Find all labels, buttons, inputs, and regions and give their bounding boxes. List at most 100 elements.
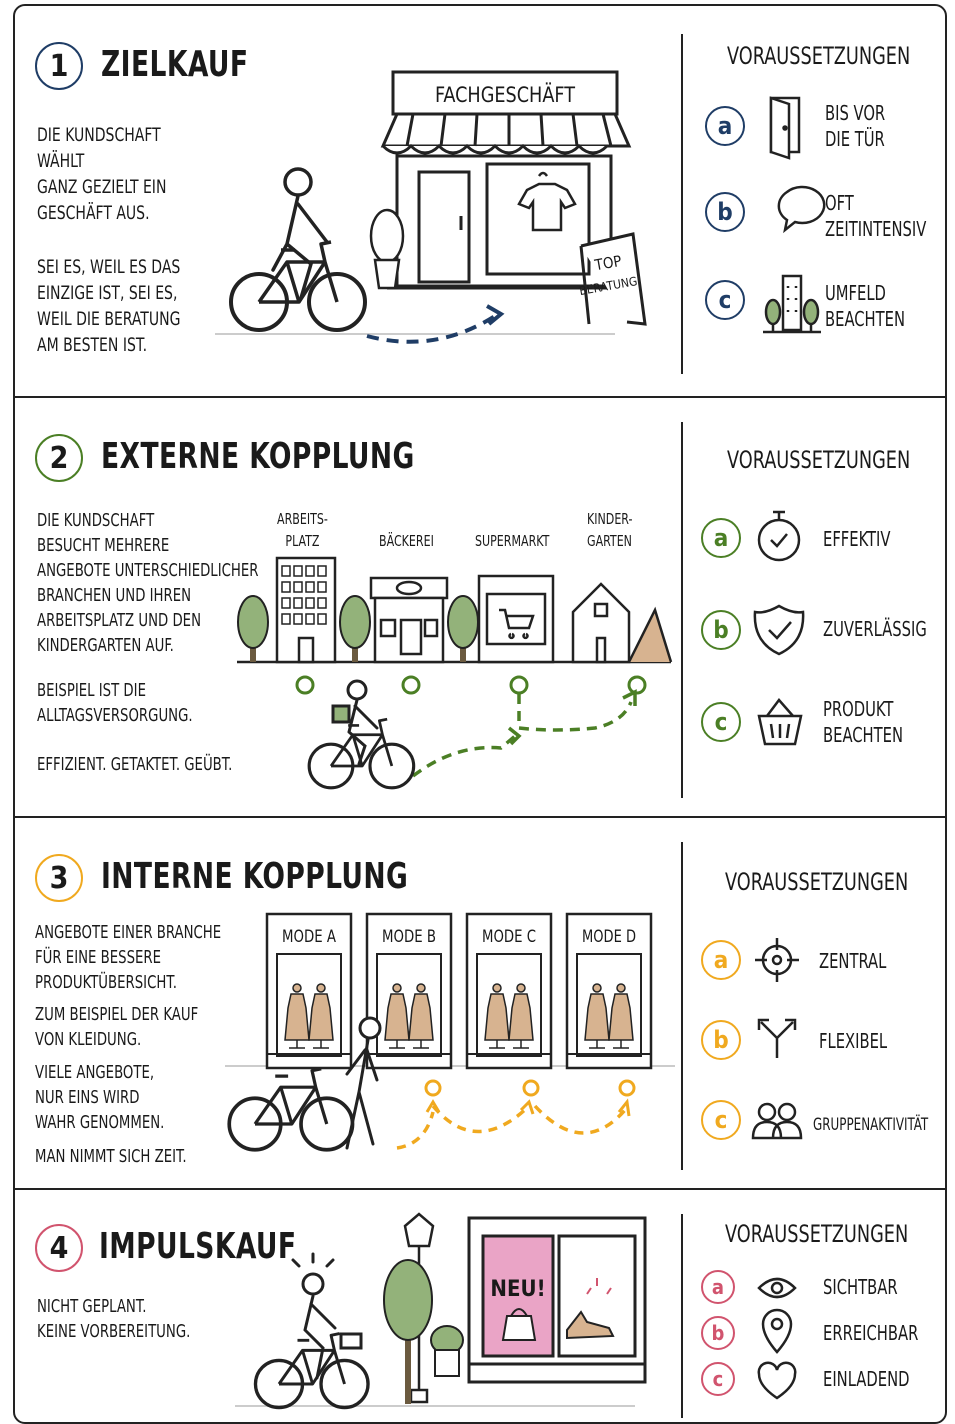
- handbag-icon: [501, 1308, 537, 1341]
- office-window: [305, 565, 315, 577]
- office-window: [317, 565, 327, 577]
- section-title: INTERNE KOPPLUNG: [101, 856, 409, 897]
- requirements-heading: VORAUSSETZUNGEN: [727, 446, 911, 474]
- req-text-a: SICHTBAR: [823, 1275, 898, 1299]
- place-label-kindergarten: KINDER- GARTEN: [587, 510, 633, 550]
- storefront-c: MODE C: [465, 912, 553, 1070]
- section-text-3: VIELE ANGEBOTE, NUR EINS WIRD WAHR GENOM…: [35, 1062, 165, 1133]
- storefront-d: MODE D: [565, 912, 653, 1070]
- shield-check-icon: [753, 604, 805, 656]
- interne-kopplung-illustration: MODE A MODE B MODE C MODE D: [225, 912, 803, 1152]
- office-window: [317, 581, 327, 593]
- req-badge-c: c: [701, 1100, 741, 1140]
- req-badge-b: b: [701, 1020, 741, 1060]
- storefront-label: MODE A: [282, 927, 336, 947]
- heart-icon: [757, 1361, 797, 1400]
- divider-line: [681, 422, 683, 798]
- req-badge-c: c: [701, 702, 741, 742]
- office-window: [317, 597, 327, 609]
- tree-icon: [339, 595, 371, 663]
- zielkauf-illustration: FACHGESCHÄFT TOP BERATUNG: [215, 70, 826, 344]
- door-icon: [769, 96, 801, 160]
- fachgeschaeft-shop: [380, 70, 632, 290]
- stop-markers: [424, 1079, 636, 1097]
- office-window: [281, 581, 291, 593]
- location-pin-icon: [761, 1308, 793, 1354]
- storefront-label: MODE C: [482, 927, 536, 947]
- shirt-icon: [517, 171, 577, 232]
- stop-marker: [627, 675, 647, 695]
- tree-icon: [447, 595, 479, 663]
- office-window: [293, 597, 303, 609]
- stop-marker: [424, 1079, 442, 1097]
- storefront-label: MODE D: [582, 927, 636, 947]
- bush-icon: [430, 1325, 464, 1377]
- stopwatch-icon: [757, 510, 801, 562]
- storefront-label: MODE B: [382, 927, 436, 947]
- office-window: [305, 597, 315, 609]
- stop-marker: [509, 675, 529, 695]
- storefront-b: MODE B: [365, 912, 453, 1070]
- section-externe-kopplung: 2 EXTERNE KOPPLUNG DIE KUNDSCHAFT BESUCH…: [15, 398, 945, 818]
- top-beratung-sign: [579, 232, 647, 326]
- req-badge-c: c: [705, 280, 745, 320]
- eye-icon: [757, 1277, 797, 1299]
- req-text-a: BIS VOR DIE TÜR: [825, 101, 886, 151]
- place-label-supermarkt: SUPERMARKT: [475, 532, 550, 550]
- req-text-c: PRODUKT BEACHTEN: [823, 697, 904, 747]
- req-text-b: ZUVERLÄSSIG: [823, 617, 927, 641]
- cyclist-figure: [271, 167, 329, 300]
- office-window: [305, 581, 315, 593]
- section-text-1: DIE KUNDSCHAFT BESUCHT MEHRERE ANGEBOTE …: [37, 510, 259, 656]
- place-label-baeckerei: BÄCKEREI: [379, 532, 434, 550]
- infographic-frame: FACHGESCHÄFT TOP BERATUNG: [13, 4, 947, 1424]
- req-badge-b: b: [701, 1316, 735, 1350]
- stop-marker: [401, 675, 421, 695]
- req-text-b: ERREICHBAR: [823, 1321, 919, 1345]
- section-number-badge: 2: [35, 434, 83, 482]
- req-badge-a: a: [705, 106, 745, 146]
- section-text-1: ANGEBOTE EINER BRANCHE FÜR EINE BESSERE …: [35, 922, 222, 993]
- stop-marker: [295, 675, 315, 695]
- office-window: [281, 613, 291, 625]
- bakery-building: [369, 576, 449, 664]
- supermarket-building: [477, 574, 555, 664]
- office-window: [293, 581, 303, 593]
- requirements-heading: VORAUSSETZUNGEN: [725, 868, 909, 896]
- shop-label: FACHGESCHÄFT: [435, 82, 575, 107]
- section-number-badge: 4: [35, 1224, 83, 1272]
- group-icon: [751, 1102, 803, 1140]
- mode-storefronts: MODE A MODE B MODE C MODE D: [265, 912, 653, 1070]
- section-title: IMPULSKAUF: [99, 1226, 297, 1267]
- requirements-heading: VORAUSSETZUNGEN: [725, 1220, 909, 1248]
- req-badge-b: b: [705, 192, 745, 232]
- office-window: [281, 597, 291, 609]
- req-text-c: UMFELD BEACHTEN: [825, 281, 906, 331]
- impulskauf-illustration: NEU!: [235, 1212, 797, 1410]
- stop-marker: [618, 1079, 636, 1097]
- cyclist-figure: [291, 1252, 363, 1380]
- req-badge-a: a: [701, 518, 741, 558]
- req-text-c: GRUPPENAKTIVITÄT: [813, 1115, 929, 1135]
- sign-label-line1: TOP: [592, 252, 623, 275]
- place-label-arbeitsplatz: ARBEITS- PLATZ: [277, 510, 328, 550]
- sparkle-icon: [586, 1278, 612, 1295]
- potted-plant-icon: [369, 208, 405, 290]
- storefront-a: MODE A: [265, 912, 353, 1070]
- office-window: [305, 613, 315, 625]
- kindergarten-building: [571, 582, 673, 664]
- divider-line: [681, 842, 683, 1170]
- cyclist-figure: [331, 679, 379, 766]
- dashed-path-arrow: [366, 314, 497, 344]
- section-text-1: NICHT GEPLANT. KEINE VORBEREITUNG.: [37, 1296, 191, 1342]
- divider-line: [681, 34, 683, 374]
- req-text-a: EFFEKTIV: [823, 527, 891, 551]
- req-badge-a: a: [701, 1270, 735, 1304]
- basket-icon: [757, 698, 803, 746]
- office-window: [281, 565, 291, 577]
- neu-label: NEU!: [490, 1277, 545, 1302]
- bicycle-icon: [227, 1066, 355, 1152]
- speech-bubble-icon: [777, 185, 826, 234]
- req-text-b: OFT ZEITINTENSIV: [825, 191, 927, 241]
- req-badge-a: a: [701, 940, 741, 980]
